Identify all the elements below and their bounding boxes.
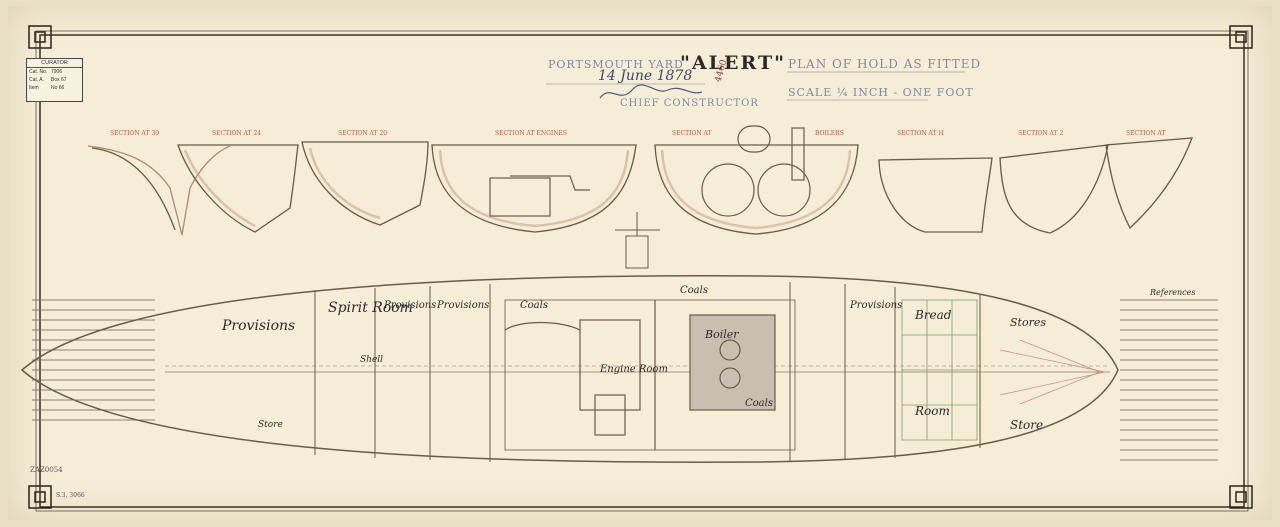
label-bread: Bread [915,308,952,322]
label-bread-room: Room [915,404,950,418]
label-provisions-b: Provisions [437,300,490,311]
section-label: SECTION AT [672,130,712,137]
catalogue-ref: ZAZ0054 [30,466,63,474]
label-provisions-fwd: Provisions [222,318,296,334]
stamp-row: Cat. A.Box 67 [29,77,67,83]
label-engine-room: Engine Room [600,364,668,375]
cross-sections [87,137,1193,236]
left-notes-lines [32,299,155,421]
notes-right-title: References [1150,288,1196,297]
stamp-row: Cat. No.7906 [29,69,63,75]
hull-outline [20,275,1119,463]
right-notes-lines [1120,299,1218,461]
corner-ornament-tr [1229,25,1253,49]
section-label: SECTION AT ENGINES [495,130,567,137]
catalogue-ref-2: S.3. 3066 [56,492,85,499]
drawing-sheet [8,6,1272,520]
label-coals: Coals [745,398,773,409]
section-label: SECTION AT H [897,130,944,137]
label-coals: Coals [680,285,708,296]
corner-ornament-br [1229,485,1253,509]
section-label: SECTION AT 24 [212,130,262,137]
signatory: CHIEF CONSTRUCTOR [620,98,759,109]
label-provisions-a: Provisions [384,300,437,311]
section-label: BOILERS [815,130,844,137]
label-shell: Shell [360,355,384,365]
section-label: SECTION AT 2 [1018,130,1064,137]
label-store-aft: Store [1010,418,1044,432]
label-spirit-room: Spirit Room [328,300,413,316]
stamp-title: CURATOR [27,59,82,68]
plan-date: 14 June 1878 [598,68,693,84]
plan-scale: SCALE ¼ INCH - ONE FOOT [788,86,974,99]
label-provisions-aft: Provisions [850,300,903,311]
ship-name: "ALERT" [680,52,786,74]
label-boiler: Boiler [705,328,739,341]
label-stores: Stores [1010,316,1046,329]
corner-ornament-bl [28,485,52,509]
section-label: SECTION AT 30 [110,130,160,137]
label-spirit-store: Store [258,420,283,430]
corner-ornament-tl [28,25,52,49]
section-label: SECTION AT [1126,130,1166,137]
yard-label: PORTSMOUTH YARD [548,58,684,71]
plan-title: PLAN OF HOLD AS FITTED [788,57,982,71]
label-coals: Coals [520,300,548,311]
section-label: SECTION AT 20 [338,130,388,137]
